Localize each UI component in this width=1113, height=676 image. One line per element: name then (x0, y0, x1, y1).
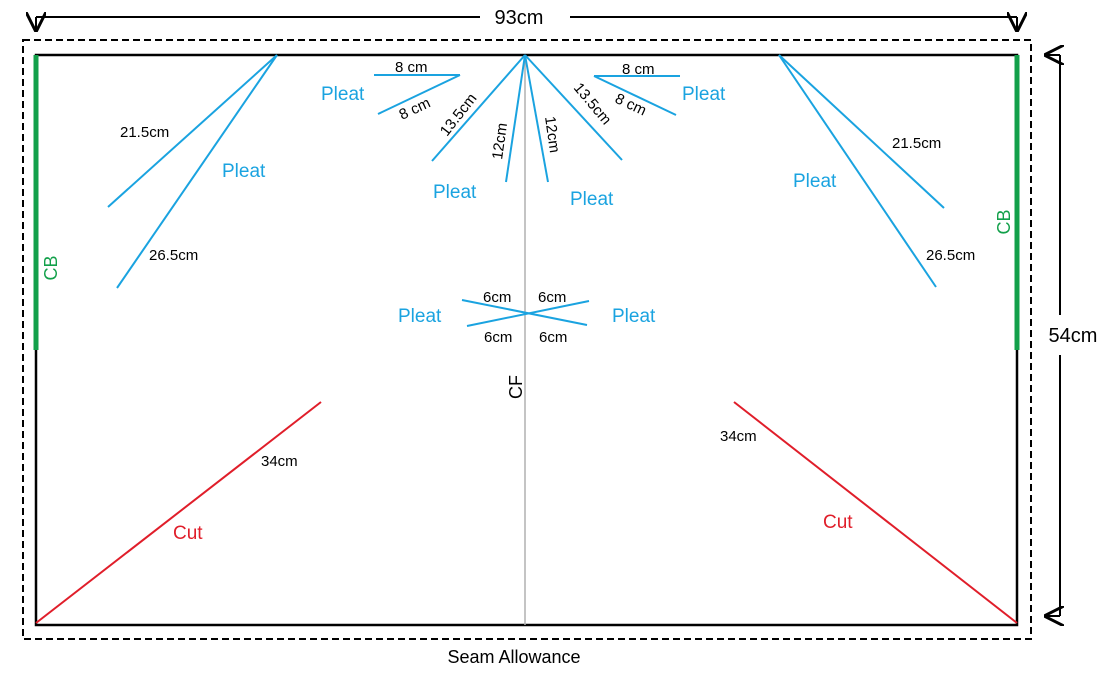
pleat-line-left-outer-lower (116, 54, 278, 289)
cut-label-right: Cut (823, 512, 853, 533)
measure-top-right-lower: 8 cm (612, 90, 649, 119)
pleat-label-mid-left: Pleat (398, 306, 442, 327)
width-label: 93cm (495, 7, 544, 29)
measure-right-outer-upper: 21.5cm (892, 135, 941, 152)
measure-left-outer-lower: 26.5cm (149, 247, 198, 264)
seam-allowance-label: Seam Allowance (447, 647, 580, 667)
measure-top-left-lower: 8 cm (397, 94, 434, 123)
pleat-label-left-outer: Pleat (222, 161, 266, 182)
pleat-line-top-left-lower (377, 74, 461, 115)
measure-cut-right: 34cm (720, 428, 757, 445)
pleat-line-mid-a (461, 299, 588, 326)
pleat-line-top-right-lower (593, 75, 677, 116)
measure-top-left-upper: 8 cm (395, 59, 428, 76)
seam-allowance-outline (22, 39, 1032, 640)
measure-cut-left: 34cm (261, 453, 298, 470)
pleat-label-top-right: Pleat (682, 84, 726, 105)
pleat-line-center-left-inner (505, 54, 526, 183)
measure-mid-bottom-right: 6cm (539, 329, 567, 346)
pleat-label-top-left: Pleat (321, 84, 365, 105)
center-back-label-right: CB (994, 209, 1014, 234)
pleat-line-left-outer-upper (107, 54, 278, 208)
pleat-label-mid-right: Pleat (612, 306, 656, 327)
measure-right-outer-lower: 26.5cm (926, 247, 975, 264)
center-front-label: CF (506, 375, 526, 399)
pleat-label-center-right: Pleat (570, 189, 614, 210)
pleat-label-right-outer: Pleat (793, 171, 837, 192)
pleat-line-center-right-outer (524, 54, 623, 161)
pleat-line-center-left-outer (431, 54, 526, 162)
measure-top-right-upper: 8 cm (622, 61, 655, 78)
measure-center-left-inner: 12cm (489, 122, 511, 161)
cut-line-left (35, 401, 322, 624)
pleat-line-center-right-inner (524, 54, 549, 183)
pleat-line-right-outer-upper (778, 54, 945, 209)
cut-line-right (733, 401, 1018, 624)
pleat-line-mid-b (466, 300, 590, 327)
measure-mid-top-left: 6cm (483, 289, 511, 306)
measure-center-right-inner: 12cm (541, 115, 563, 154)
measure-mid-bottom-left: 6cm (484, 329, 512, 346)
measure-mid-top-right: 6cm (538, 289, 566, 306)
measure-center-right-outer: 13.5cm (570, 80, 615, 129)
measure-left-outer-upper: 21.5cm (120, 124, 169, 141)
height-label: 54cm (1049, 325, 1098, 347)
pleat-line-right-outer-lower (778, 54, 937, 288)
pleat-label-center-left: Pleat (433, 182, 477, 203)
cut-label-left: Cut (173, 523, 203, 544)
center-back-label-left: CB (41, 255, 61, 280)
